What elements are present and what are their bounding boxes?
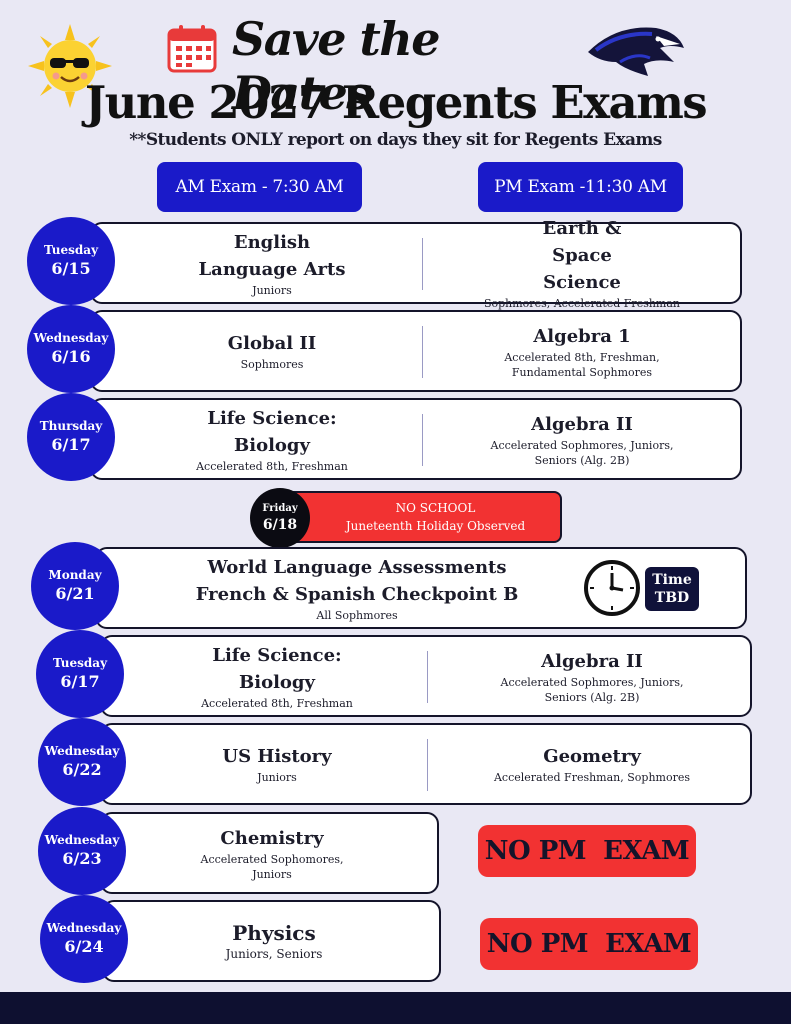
day-badge: Wednesday 6/23 bbox=[38, 807, 126, 895]
am-group: Accelerated 8th, Freshman bbox=[196, 459, 348, 473]
day-badge: Tuesday 6/15 bbox=[27, 217, 115, 305]
attendance-note: **Students ONLY report on days they sit … bbox=[129, 130, 662, 150]
pm-group: Accelerated Sophmores, Juniors, Seniors … bbox=[500, 675, 684, 704]
exam-row: Life Science: Biology Accelerated 8th, F… bbox=[100, 635, 752, 717]
am-group: Juniors, Seniors bbox=[225, 947, 323, 961]
day-badge: Wednesday 6/22 bbox=[38, 718, 126, 806]
am-exam-time: AM Exam - 7:30 AM bbox=[157, 162, 362, 212]
sun-with-sunglasses-icon bbox=[28, 24, 112, 108]
pm-group: Accelerated Freshman, Sophmores bbox=[493, 771, 691, 784]
time-tbd-badge: Time TBD bbox=[645, 567, 699, 611]
pm-subject: Algebra II bbox=[531, 413, 633, 435]
pm-subject: Algebra II bbox=[541, 650, 643, 672]
day-badge: Wednesday 6/16 bbox=[27, 305, 115, 393]
day-badge: Wednesday 6/24 bbox=[40, 895, 128, 983]
pm-group: Accelerated Sophmores, Juniors, Seniors … bbox=[490, 438, 674, 467]
am-group: Juniors bbox=[257, 771, 297, 784]
am-group: Accelerated 8th, Freshman bbox=[201, 696, 353, 710]
pm-group: Sophmores, Accelerated Freshman bbox=[483, 297, 681, 310]
am-subject: Physics bbox=[232, 921, 316, 945]
am-subject: Chemistry bbox=[220, 827, 324, 849]
day-badge: Tuesday 6/17 bbox=[36, 630, 124, 718]
exam-period-title: June 2027 Regents Exams bbox=[84, 76, 708, 129]
calendar-icon bbox=[167, 25, 217, 73]
language-group: All Sophmores bbox=[316, 608, 398, 622]
no-pm-exam-badge: NO PM EXAM bbox=[478, 825, 696, 877]
language-subtitle: French & Spanish Checkpoint B bbox=[195, 583, 519, 605]
world-language-row: World Language Assessments French & Span… bbox=[95, 547, 747, 629]
pm-subject: Earth & Space Science bbox=[542, 218, 622, 293]
pm-subject: Algebra 1 bbox=[533, 325, 631, 347]
exam-row: Life Science: Biology Accelerated 8th, F… bbox=[90, 398, 742, 480]
am-group: Accelerated Sophomores, Juniors bbox=[200, 852, 344, 881]
am-group: Juniors bbox=[252, 283, 292, 297]
holiday-day-badge: Friday 6/18 bbox=[250, 488, 310, 548]
no-pm-exam-badge: NO PM EXAM bbox=[480, 918, 698, 970]
am-subject: Global II bbox=[227, 333, 317, 354]
am-group: Sophmores bbox=[240, 358, 304, 371]
exam-row: Physics Juniors, Seniors bbox=[102, 900, 441, 982]
no-school-banner: NO SCHOOL Juneteenth Holiday Observed bbox=[285, 491, 562, 543]
day-badge: Monday 6/21 bbox=[31, 542, 119, 630]
am-subject: Life Science: Biology bbox=[212, 644, 342, 693]
pm-group: Accelerated 8th, Freshman, Fundamental S… bbox=[504, 350, 660, 379]
exam-row: US History Juniors Geometry Accelerated … bbox=[100, 723, 752, 805]
clock-icon bbox=[584, 560, 640, 616]
language-title: World Language Assessments bbox=[207, 556, 507, 578]
exam-row: Chemistry Accelerated Sophomores, Junior… bbox=[100, 812, 439, 894]
am-subject: English Language Arts bbox=[198, 231, 346, 280]
save-the-dates-title: Save the Dates bbox=[232, 12, 441, 120]
footer-bar bbox=[0, 992, 791, 1024]
am-subject: US History bbox=[222, 746, 332, 767]
day-badge: Thursday 6/17 bbox=[27, 393, 115, 481]
am-subject: Life Science: Biology bbox=[207, 407, 337, 456]
pm-exam-time: PM Exam -11:30 AM bbox=[478, 162, 683, 212]
exam-row: English Language Arts Juniors Earth & Sp… bbox=[90, 218, 742, 310]
hawk-mascot-icon bbox=[588, 27, 684, 76]
pm-subject: Geometry bbox=[543, 746, 641, 767]
exam-row: Global II Sophmores Algebra 1 Accelerate… bbox=[90, 310, 742, 392]
